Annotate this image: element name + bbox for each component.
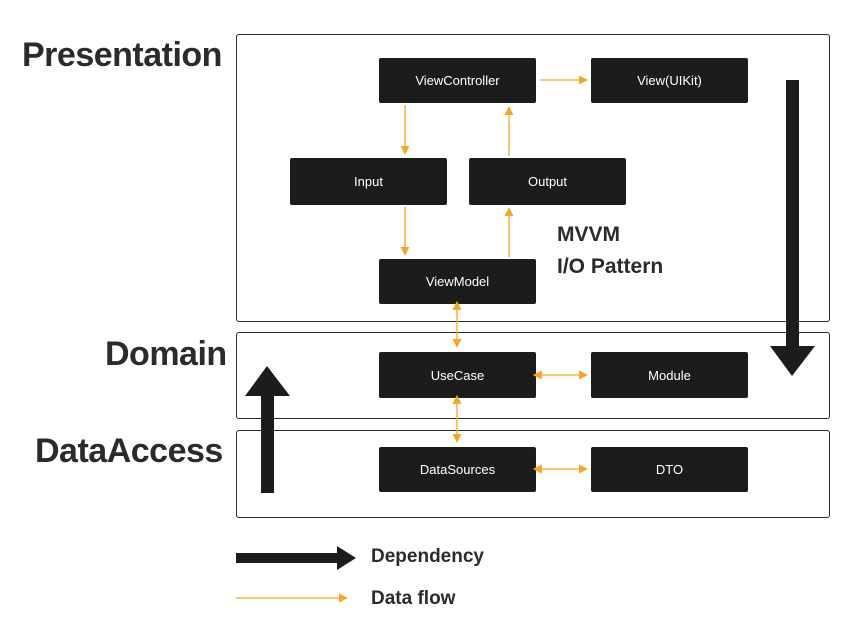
input-node: Input	[290, 158, 447, 205]
data-access-layer-box	[236, 430, 830, 518]
module-node: Module	[591, 352, 748, 398]
output-node: Output	[469, 158, 626, 205]
layer-label-domain: Domain	[105, 335, 227, 373]
use-case-node: UseCase	[379, 352, 536, 398]
domain-layer-box	[236, 332, 830, 419]
data-sources-node: DataSources	[379, 447, 536, 492]
layer-label-data-access: DataAccess	[35, 432, 223, 470]
view-model-node: ViewModel	[379, 259, 536, 304]
view-uikit-node: View(UIKit)	[591, 58, 748, 103]
caption-io-pattern: I/O Pattern	[557, 255, 664, 278]
legend-data-flow-label: Data flow	[371, 588, 456, 609]
view-controller-node: ViewController	[379, 58, 536, 103]
legend-dependency-label: Dependency	[371, 546, 484, 567]
presentation-layer-box	[236, 34, 830, 322]
layer-label-presentation: Presentation	[22, 36, 222, 74]
caption-mvvm: MVVM	[557, 223, 620, 246]
legend-dependency-arrow	[236, 546, 356, 570]
dto-node: DTO	[591, 447, 748, 492]
